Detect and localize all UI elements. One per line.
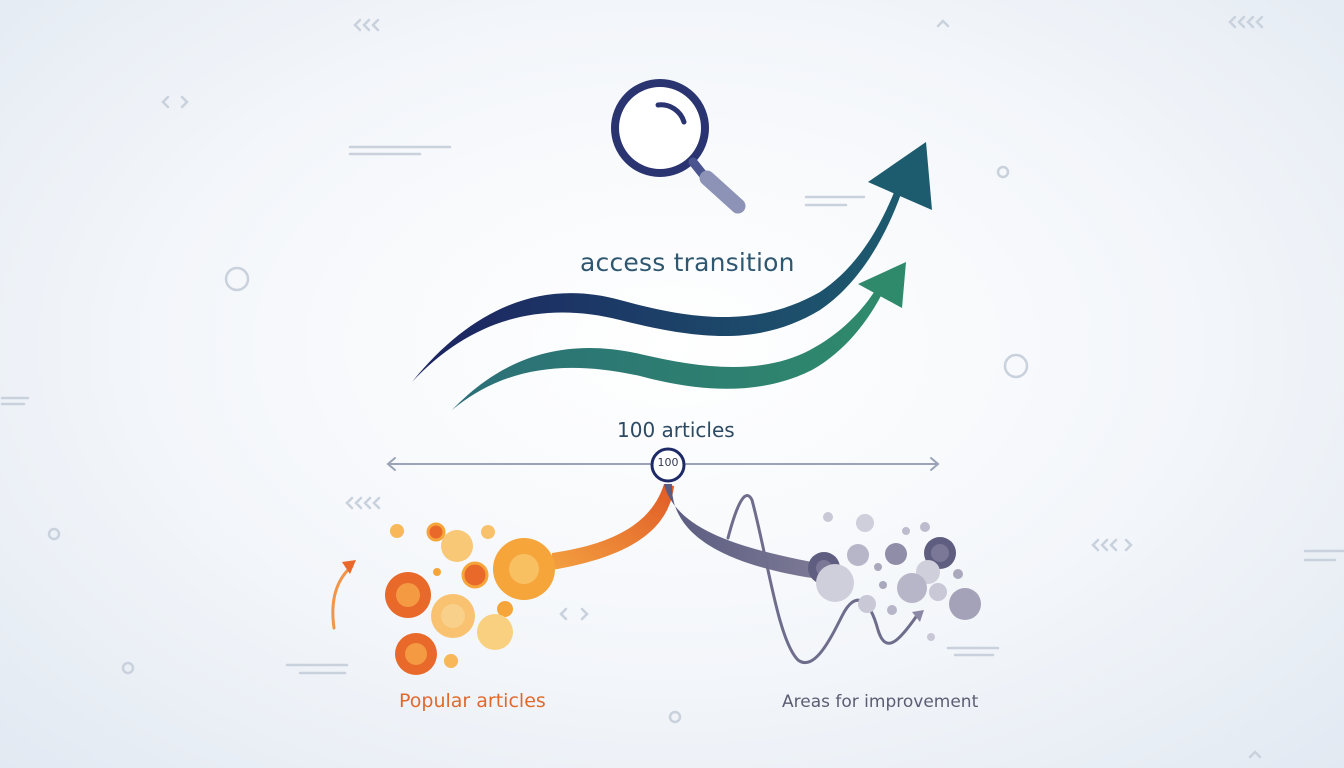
popular-bubbles bbox=[385, 522, 555, 675]
fluctuation-arrowhead bbox=[912, 610, 924, 622]
fluctuation-line bbox=[726, 494, 920, 664]
axis-line bbox=[386, 457, 940, 471]
hub-node bbox=[650, 447, 686, 483]
magnifier-icon bbox=[611, 79, 746, 214]
popular-articles-label: Popular articles bbox=[399, 690, 546, 712]
popular-link bbox=[552, 484, 674, 570]
background-decorations bbox=[0, 15, 1344, 759]
article-count-label: 100 articles bbox=[617, 418, 735, 442]
areas-for-improvement-label: Areas for improvement bbox=[782, 692, 979, 712]
pointer-arrow-icon bbox=[331, 564, 354, 630]
hub-value: 100 bbox=[657, 456, 679, 469]
diagram-title: access transition bbox=[580, 248, 795, 277]
improvement-link bbox=[664, 484, 812, 578]
growth-arrow-icon bbox=[412, 142, 932, 410]
improvement-bubbles bbox=[808, 512, 981, 641]
